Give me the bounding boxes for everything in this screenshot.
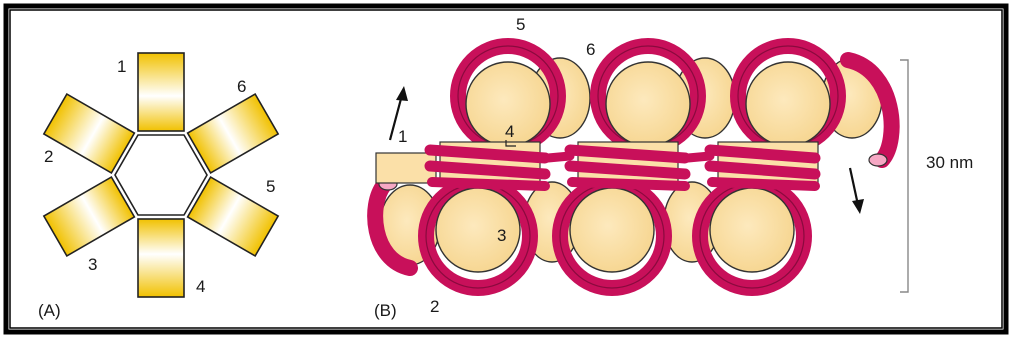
- block-1: [138, 53, 184, 131]
- lower-nucleosome-3: [700, 184, 804, 288]
- panel-a-label-2: 2: [44, 147, 53, 166]
- panel-b-caption: (B): [374, 301, 397, 320]
- panel-b-label-2: 2: [430, 297, 439, 316]
- panel-b-label-4: 4: [505, 122, 514, 141]
- panel-b-label-3: 3: [497, 226, 506, 245]
- panel-a-label-4: 4: [196, 277, 205, 296]
- panel-a-label-6: 6: [237, 77, 246, 96]
- block-4: [138, 219, 184, 297]
- dna-linker-segment-1: [430, 150, 545, 186]
- panel-b-label-6: 6: [586, 40, 595, 59]
- panel-b-label-5: 5: [516, 15, 525, 34]
- panel-a-label-1: 1: [117, 57, 126, 76]
- lower-nucleosome-1: [426, 184, 530, 288]
- panel-a-label-3: 3: [88, 255, 97, 274]
- linker-band: [376, 140, 818, 186]
- scale-label: 30 nm: [926, 153, 973, 172]
- panel-a-label-5: 5: [266, 177, 275, 196]
- panel-b-label-1: 1: [398, 127, 407, 146]
- lower-nucleosome-2: [560, 184, 664, 288]
- dna-linker-segment-2: [548, 150, 685, 186]
- panel-a-caption: (A): [38, 301, 61, 320]
